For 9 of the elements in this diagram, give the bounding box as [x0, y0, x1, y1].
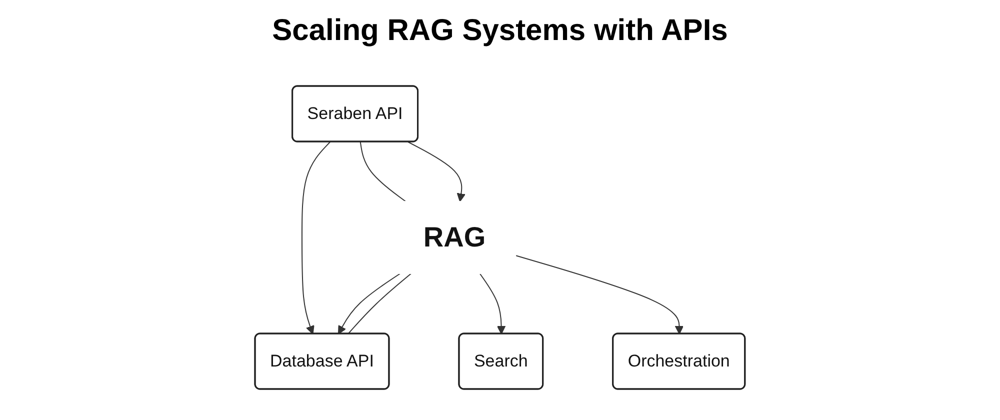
connector [348, 272, 412, 334]
node-text: RAG [423, 221, 486, 252]
arrow [302, 141, 331, 334]
connector [360, 141, 406, 202]
arrow [338, 272, 401, 334]
arrow [515, 254, 684, 334]
arrow [408, 141, 466, 202]
diagram-title: Scaling RAG Systems with APIs [272, 14, 728, 48]
arrow [479, 272, 506, 334]
